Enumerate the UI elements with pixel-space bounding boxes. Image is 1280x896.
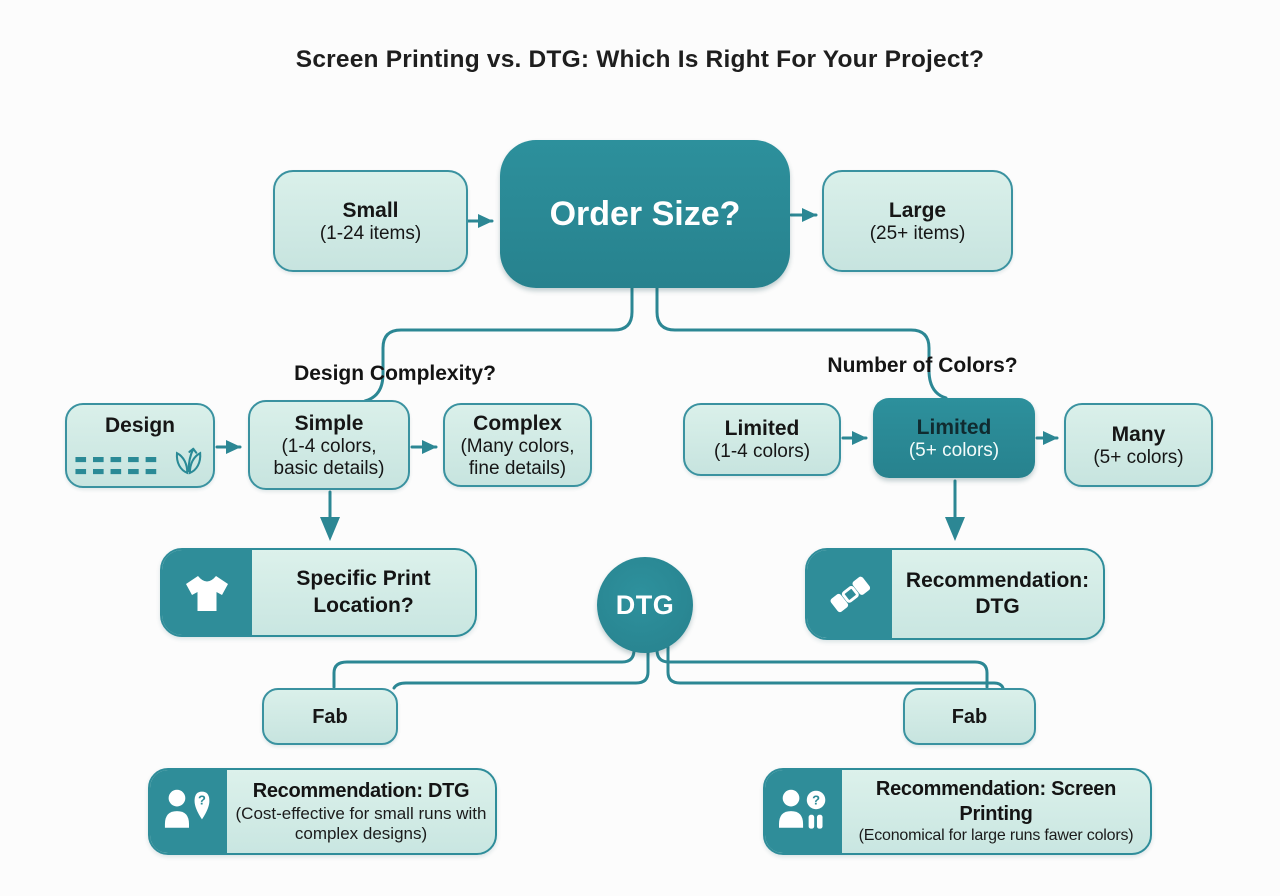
specific-print-line1: Specific Print xyxy=(296,567,431,591)
specific-print-line2: Location? xyxy=(313,593,414,617)
node-complex-title: Complex xyxy=(473,411,562,435)
node-limited-dark-title: Limited xyxy=(916,415,992,439)
node-large-title: Large xyxy=(888,198,947,222)
fab-left-label: Fab xyxy=(312,705,348,728)
node-limited-dark: Limited (5+ colors) xyxy=(873,398,1035,478)
node-recommendation-dtg-detail: ? Recommendation: DTG (Cost-effective fo… xyxy=(148,768,497,855)
node-design-title: Design xyxy=(104,413,175,437)
design-sprout-icon xyxy=(175,447,202,475)
rec-dtg-detail-icon-panel: ? xyxy=(150,770,227,853)
label-design-complexity: Design Complexity? xyxy=(294,362,496,385)
recommendation-dtg-line2: DTG xyxy=(975,595,1020,618)
rec-screen-icon-panel: ? xyxy=(765,770,842,853)
node-many: Many (5+ colors) xyxy=(1064,403,1213,487)
specific-print-icon-panel xyxy=(162,550,252,635)
node-complex-sub2: fine details) xyxy=(468,457,567,479)
node-many-title: Many xyxy=(1111,422,1166,446)
node-small-order: Small (1-24 items) xyxy=(273,170,468,272)
node-simple-sub2: basic details) xyxy=(273,457,385,479)
connector-dtg-to-fab-right-inner xyxy=(666,640,1005,690)
node-limited-light-sub: (1-4 colors) xyxy=(713,441,811,463)
recommendation-dtg-icon-panel xyxy=(807,550,892,638)
node-small-sub: (1-24 items) xyxy=(319,222,422,244)
rec-dtg-detail-title: Recommendation: DTG xyxy=(252,779,470,802)
fab-right-label: Fab xyxy=(951,705,988,728)
label-number-of-colors: Number of Colors? xyxy=(827,354,1018,377)
page-title: Screen Printing vs. DTG: Which Is Right … xyxy=(295,46,985,73)
node-design: Design xyxy=(65,403,215,488)
connector-dtg-to-fab-left-outer xyxy=(332,638,636,689)
person-question-badge-icon: ? xyxy=(778,789,825,829)
node-order-size: Order Size? xyxy=(500,140,790,288)
badge-question-glyph: ? xyxy=(812,792,820,807)
dtg-circle-label: DTG xyxy=(615,589,675,620)
rec-dtg-detail-sub2: complex designs) xyxy=(294,824,428,843)
node-dtg-circle: DTG xyxy=(597,557,693,653)
rec-screen-title: Recommendation: Screen Printing xyxy=(875,778,1117,826)
node-small-title: Small xyxy=(342,198,399,222)
t-shirt-icon xyxy=(186,575,228,611)
node-large-order: Large (25+ items) xyxy=(822,170,1013,272)
dashed-lines-icon xyxy=(75,457,159,475)
rec-screen-sub: (Economical for large runs fawer colors) xyxy=(858,827,1134,845)
node-many-sub: (5+ colors) xyxy=(1093,446,1184,468)
node-limited-light-title: Limited xyxy=(724,417,800,441)
recommendation-dtg-line1: Recommendation: xyxy=(905,568,1090,592)
node-limited-dark-sub: (5+ colors) xyxy=(908,439,1000,461)
node-simple-sub1: (1-4 colors, xyxy=(281,436,377,458)
connector-dtg-to-fab-right-outer xyxy=(655,638,989,689)
pin-question-glyph: ? xyxy=(198,792,206,807)
node-fab-left: Fab xyxy=(262,688,398,745)
node-recommendation-screen-printing: ? Recommendation: Screen Printing (Econo… xyxy=(763,768,1152,855)
node-fab-right: Fab xyxy=(903,688,1036,745)
connector-dtg-to-fab-left-inner xyxy=(392,640,650,690)
print-roller-icon xyxy=(830,576,870,613)
branch-order-to-number-colors xyxy=(655,286,948,400)
node-simple-title: Simple xyxy=(294,411,364,435)
node-large-sub: (25+ items) xyxy=(869,222,966,244)
node-simple: Simple (1-4 colors, basic details) xyxy=(248,400,410,490)
node-recommendation-dtg: Recommendation: DTG xyxy=(805,548,1105,640)
node-complex-sub1: (Many colors, xyxy=(460,436,575,458)
node-limited-light: Limited (1-4 colors) xyxy=(683,403,841,476)
person-question-pin-icon: ? xyxy=(164,789,209,828)
node-specific-print-location: Specific Print Location? xyxy=(160,548,477,637)
rec-dtg-detail-sub1: (Cost-effective for small runs with xyxy=(235,803,487,823)
node-complex: Complex (Many colors, fine details) xyxy=(443,403,592,487)
node-order-size-title: Order Size? xyxy=(549,194,741,233)
